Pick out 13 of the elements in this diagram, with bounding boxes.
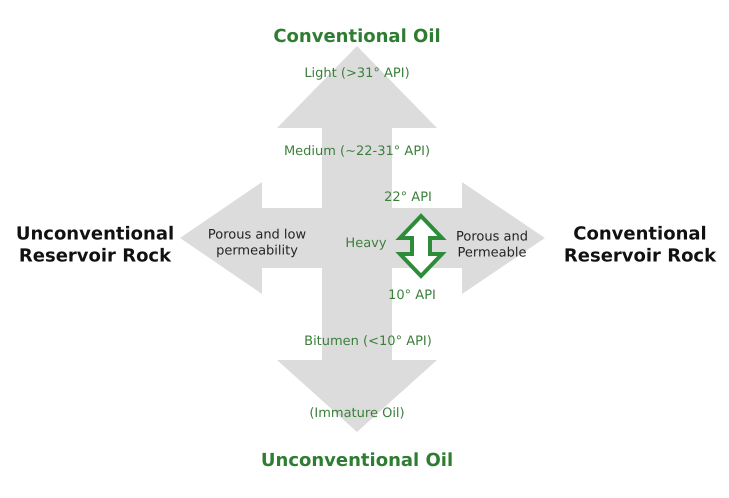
quadrant-label: Porous and Permeable (455, 229, 529, 261)
axis-label: Conventional Oil (272, 26, 442, 48)
scale-label: Bitumen (<10° API) (303, 334, 433, 350)
axis-label: Conventional Reservoir Rock (562, 223, 718, 267)
axis-label: Unconventional Oil (260, 450, 454, 472)
scale-label: 10° API (387, 288, 437, 304)
scale-label: (Immature Oil) (308, 406, 406, 422)
scale-label: Light (>31° API) (303, 66, 411, 82)
quadrant-label: Porous and low permeability (206, 227, 308, 259)
axis-label: Unconventional Reservoir Rock (14, 223, 176, 267)
scale-label: Medium (~22-31° API) (282, 144, 432, 160)
scale-label: Heavy (344, 236, 388, 252)
scale-label: 22° API (383, 190, 433, 206)
